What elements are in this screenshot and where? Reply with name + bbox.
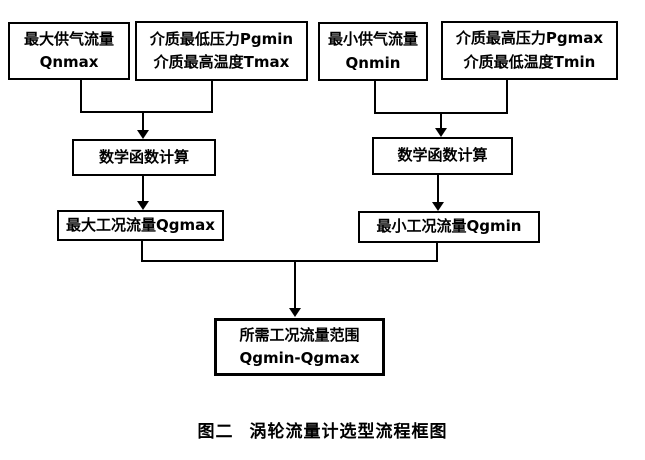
arrowhead-down (289, 308, 301, 317)
arrowhead-down (137, 130, 149, 139)
arrowhead-down (137, 201, 149, 210)
box-text-line: 介质最低压力Pgmin (149, 29, 294, 48)
arrowhead-down (432, 202, 444, 211)
connector-vertical (436, 243, 438, 262)
box-text-line: 介质最高温度Tmax (153, 53, 290, 71)
connector-arrow-stem (142, 113, 144, 131)
figure-caption-label: 图二 (197, 422, 234, 442)
flow-box-required-flow-range: 所需工况流量范围 Qgmin-Qgmax (214, 318, 385, 376)
figure-caption-title: 涡轮流量计选型流程框图 (249, 422, 448, 442)
connector-arrow-stem (437, 175, 439, 203)
connector-vertical (374, 81, 376, 114)
connector-arrow-stem (142, 176, 144, 202)
connector-vertical (141, 241, 143, 262)
flow-box-math-calc-left: 数学函数计算 (72, 139, 216, 176)
box-text-line: 最小供气流量 (327, 30, 418, 49)
connector-arrow-stem (294, 262, 296, 309)
box-text-line: 介质最高压力Pgmax (455, 29, 604, 48)
connector-vertical (211, 81, 213, 113)
box-text-line: 最大供气流量 (23, 29, 114, 48)
box-text-line: 最小工况流量Qgmin (376, 217, 522, 236)
flow-box-min-pressure-max-temp: 介质最低压力Pgmin 介质最高温度Tmax (135, 21, 308, 81)
flow-box-max-pressure-min-temp: 介质最高压力Pgmax 介质最低温度Tmin (441, 21, 618, 80)
flow-box-min-supply-flow: 最小供气流量 Qnmin (318, 22, 428, 81)
flow-box-min-working-flow: 最小工况流量Qgmin (358, 211, 540, 243)
box-text-line: Qnmax (39, 53, 99, 71)
connector-horizontal (80, 111, 213, 113)
box-text-line: Qgmin-Qgmax (239, 349, 360, 367)
box-text-line: 所需工况流量范围 (239, 325, 360, 344)
flow-box-max-working-flow: 最大工况流量Qgmax (57, 210, 224, 241)
connector-arrow-stem (440, 114, 442, 128)
flow-box-math-calc-right: 数学函数计算 (372, 137, 513, 175)
flow-box-max-supply-flow: 最大供气流量 Qnmax (8, 22, 130, 80)
box-text-line: 数学函数计算 (98, 147, 189, 166)
figure-caption: 图二涡轮流量计选型流程框图 (0, 417, 645, 442)
connector-horizontal (141, 260, 438, 262)
connector-vertical (80, 80, 82, 113)
arrowhead-down (435, 128, 447, 137)
connector-vertical (506, 80, 508, 114)
connector-horizontal (374, 112, 508, 114)
box-text-line: 最大工况流量Qgmax (66, 215, 215, 234)
box-text-line: Qnmin (345, 53, 401, 72)
box-text-line: 介质最低温度Tmin (463, 52, 596, 71)
box-text-line: 数学函数计算 (397, 146, 488, 165)
